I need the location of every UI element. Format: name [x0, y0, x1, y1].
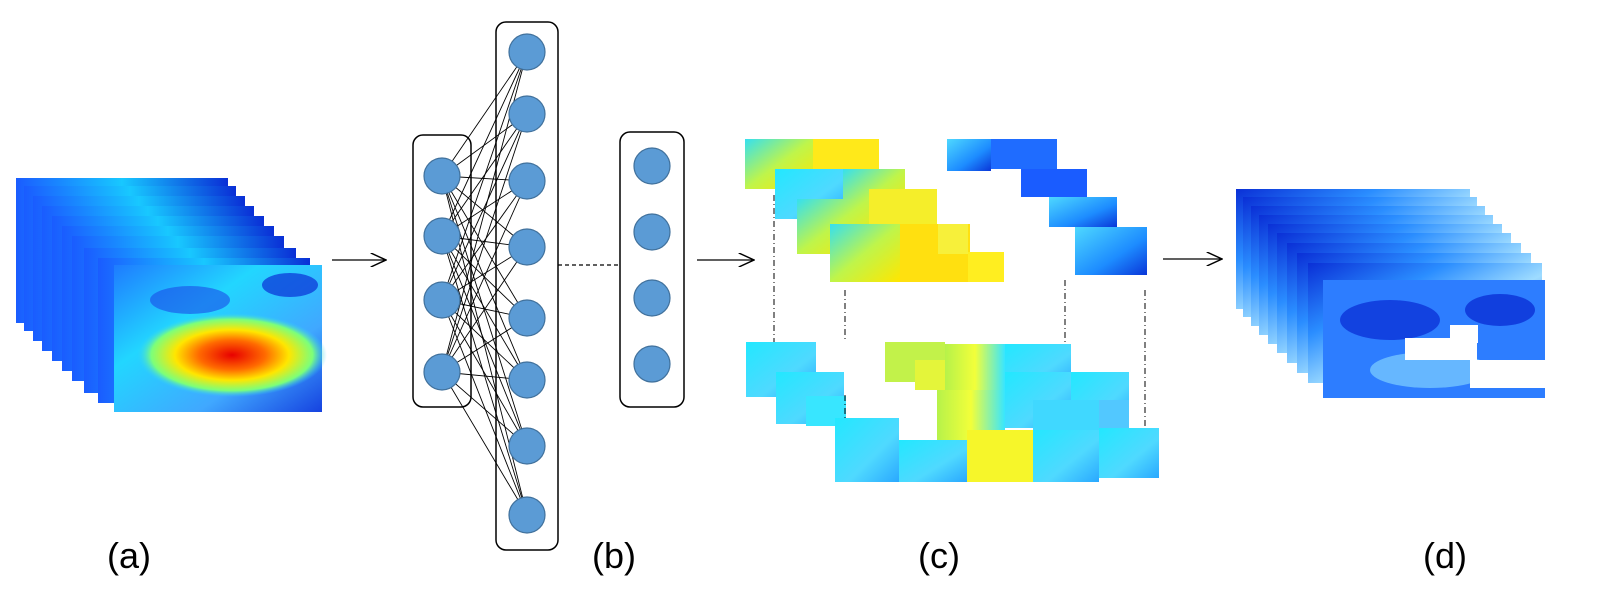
network-edge	[441, 175, 528, 381]
network-edge	[441, 51, 528, 177]
network-edge	[441, 51, 528, 301]
network-edge	[441, 175, 528, 319]
network-edge	[441, 113, 528, 301]
network-edge	[441, 51, 528, 237]
output-node	[633, 345, 671, 383]
patch-group-bottom-right	[885, 342, 1159, 482]
patch-group-top-right	[947, 139, 1147, 275]
network-edge	[441, 371, 528, 447]
output-node	[633, 213, 671, 251]
hidden-layer-box	[495, 21, 559, 551]
hidden-node	[508, 228, 546, 266]
patch-groups	[745, 139, 1159, 482]
output-layer-box	[619, 131, 685, 408]
network-edge	[441, 113, 528, 373]
panel-label-b: (b)	[592, 535, 636, 576]
hidden-node	[508, 95, 546, 133]
input-node	[423, 217, 461, 255]
hidden-node	[508, 427, 546, 465]
alignment-lines	[773, 195, 1146, 428]
input-node	[423, 281, 461, 319]
network-edge	[441, 235, 528, 516]
output-frame-stack	[1236, 189, 1545, 398]
hidden-node	[508, 162, 546, 200]
network-edge	[441, 180, 528, 301]
network-edge	[441, 299, 528, 381]
input-node	[423, 157, 461, 195]
network-edge	[441, 175, 528, 447]
input-node	[423, 353, 461, 391]
hidden-node	[508, 299, 546, 337]
network-nodes	[423, 33, 671, 534]
panel-label-a: (a)	[107, 535, 151, 576]
patch-group-bottom-left	[746, 342, 967, 482]
patch-group-top-left	[745, 139, 1004, 282]
network-edge	[441, 235, 528, 447]
front-heatmap-frame	[114, 265, 327, 412]
panel-label-c: (c)	[918, 535, 960, 576]
output-node	[633, 147, 671, 185]
input-layer-box	[412, 134, 472, 408]
hidden-node	[508, 496, 546, 534]
network-edge	[441, 180, 528, 373]
network-edge	[441, 371, 528, 516]
hidden-node	[508, 361, 546, 399]
front-output-frame	[1323, 280, 1545, 398]
input-frame-stack	[16, 178, 327, 412]
network-edge	[441, 246, 528, 373]
panel-label-d: (d)	[1423, 535, 1467, 576]
hidden-node	[508, 33, 546, 71]
network-edge	[441, 299, 528, 516]
neural-network	[412, 21, 685, 551]
network-edge	[441, 299, 528, 447]
output-node	[633, 279, 671, 317]
